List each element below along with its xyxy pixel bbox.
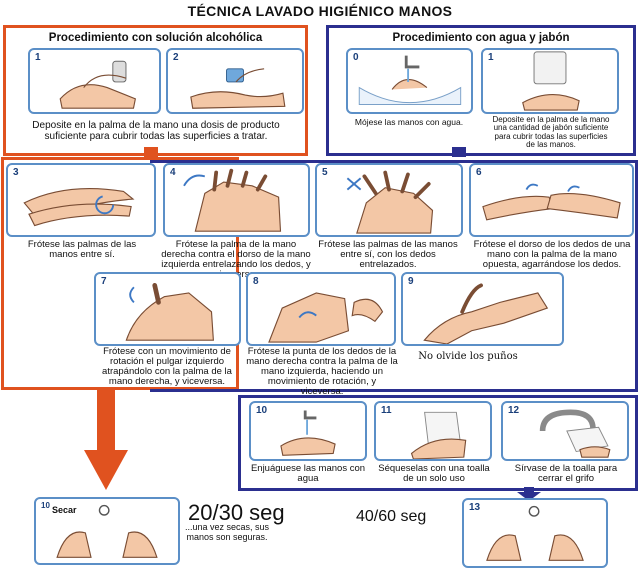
step-3-caption: Frótese las palmas de las manos entre sí… [27, 239, 137, 260]
step-number: 12 [508, 405, 520, 416]
step-7-caption: Frótese con un movimiento de rotación el… [102, 346, 232, 387]
step-number: 3 [13, 167, 19, 178]
step-4-card: 4 [163, 163, 310, 237]
step-number: 8 [253, 276, 259, 287]
water-heading: Procedimiento con agua y jabón [392, 32, 570, 44]
step-11-caption: Séqueselas con una toalla de un solo uso [378, 463, 490, 484]
step-number: 10 [41, 501, 50, 510]
alcohol-caption: Deposite en la palma de la mano una dosi… [32, 120, 280, 142]
rubbing-section-water [150, 160, 638, 392]
step-6-card: 6 [469, 163, 634, 237]
alcohol-time: 20/30 seg [188, 500, 285, 525]
step-10-card: 10 [249, 401, 367, 461]
water-step-0-card: 0 [346, 48, 473, 114]
rinse-section [238, 395, 638, 491]
towel-dry-icon [410, 411, 467, 459]
alcohol-note: ...una vez secas, sus manos son seguras. [184, 522, 270, 542]
step-5-caption: Frótese las palmas de las manos entre sí… [318, 239, 458, 270]
step-10-caption: Enjuáguese las manos con agua [250, 463, 366, 484]
page-title: TÉCNICA LAVADO HIGIÉNICO MANOS [187, 3, 453, 19]
hands-under-tap-icon [358, 55, 462, 105]
interlaced-back-icon [183, 168, 282, 232]
water-section: Procedimiento con agua y jabón 0 1 Mójes… [326, 25, 636, 156]
rinse-hands-icon [280, 410, 336, 456]
clean-hands-icon [56, 504, 158, 558]
connector-arrow-orange [144, 147, 158, 157]
final-alcohol-card: 10 Secar [34, 497, 180, 565]
step-number: 1 [35, 52, 41, 63]
step-number: 13 [469, 502, 481, 513]
palms-rub-icon [23, 188, 135, 227]
step-11-card: 11 [374, 401, 492, 461]
step-number: 9 [408, 276, 414, 287]
thumb-rotate-icon [125, 282, 214, 341]
step-7-card: 7 [94, 272, 241, 346]
step-number: 1 [488, 52, 494, 63]
fingers-interlock-icon [482, 183, 621, 221]
step-number: 4 [170, 167, 176, 178]
hands-dispenser-icon [59, 60, 137, 109]
step-number: 11 [381, 405, 392, 416]
step-9-caption: No olvide los puños [418, 351, 518, 362]
close-tap-icon [539, 409, 611, 458]
water-time: 40/60 seg [356, 508, 427, 525]
alcohol-step-1-card: 1 [28, 48, 161, 114]
step-number: 6 [476, 167, 482, 178]
soap-dispenser-icon [522, 51, 580, 111]
step-number: 7 [101, 276, 107, 287]
step-12-caption: Sírvase de la toalla para cerrar el grif… [514, 463, 618, 484]
final-water-card: 13 [462, 498, 608, 568]
step-3-card: 3 [6, 163, 156, 237]
arrow-down-blue-icon [517, 487, 541, 501]
step-9-card: 9 [401, 272, 564, 346]
arrow-down-orange-icon [84, 390, 128, 490]
interlaced-palms-icon [346, 170, 434, 234]
clean-hands-icon [486, 505, 584, 561]
water-step-0-caption: Mójese las manos con agua. [354, 117, 464, 127]
step-12-card: 12 [501, 401, 629, 461]
step-5-card: 5 [315, 163, 463, 237]
water-step-1-caption: Deposite en la palma de la mano una cant… [492, 115, 610, 150]
alcohol-step-2-card: 2 [166, 48, 304, 114]
water-step-1-card: 1 [481, 48, 619, 114]
wrist-rub-icon [423, 283, 549, 344]
hand-pour-icon [190, 68, 286, 109]
step-number: 10 [256, 405, 268, 416]
step-number: 5 [322, 167, 328, 178]
step-8-card: 8 [246, 272, 396, 346]
fingertips-rotate-icon [268, 292, 384, 343]
connector-arrow-blue [452, 147, 466, 157]
step-number: 2 [173, 52, 179, 63]
step-8-caption: Frótese la punta de los dedos de la mano… [246, 346, 398, 397]
dry-label: Secar [52, 505, 77, 515]
alcohol-heading: Procedimiento con solución alcohólica [48, 32, 263, 44]
step-number: 0 [353, 52, 359, 63]
alcohol-section: Procedimiento con solución alcohólica 1 … [3, 25, 308, 156]
step-6-caption: Frótese el dorso de los dedos de una man… [473, 239, 631, 270]
